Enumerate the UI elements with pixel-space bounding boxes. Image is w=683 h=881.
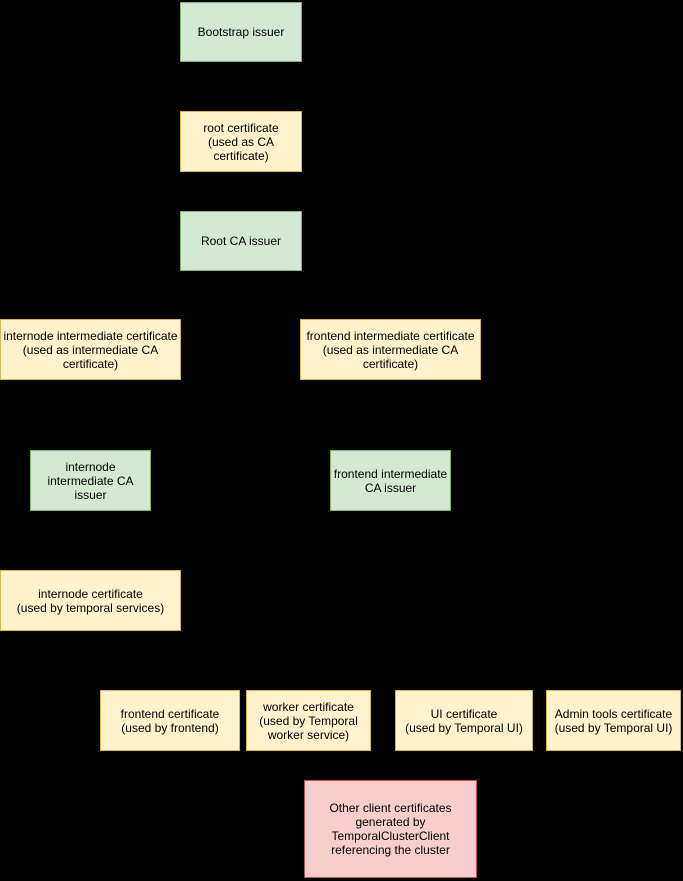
node-internode-certificate: internode certificate (used by temporal … (0, 570, 181, 631)
node-other-client-certificates: Other client certificates generated by T… (304, 780, 477, 878)
node-worker-certificate: worker certificate (used by Temporal wor… (246, 690, 371, 751)
node-frontend-certificate: frontend certificate (used by frontend) (100, 690, 240, 751)
node-ui-certificate: UI certificate (used by Temporal UI) (395, 690, 533, 751)
node-internode-intermediate-ca-issuer: internode intermediate CA issuer (30, 450, 151, 511)
node-bootstrap-issuer: Bootstrap issuer (180, 2, 302, 62)
node-admin-tools-certificate: Admin tools certificate (used by Tempora… (546, 690, 681, 751)
node-frontend-intermediate-ca-issuer: frontend intermediate CA issuer (330, 450, 451, 511)
node-root-ca-issuer: Root CA issuer (180, 211, 302, 271)
node-root-certificate: root certificate (used as CA certificate… (180, 111, 302, 172)
node-internode-intermediate-certificate: internode intermediate certificate (used… (0, 319, 181, 380)
node-frontend-intermediate-certificate: frontend intermediate certificate (used … (300, 319, 481, 380)
